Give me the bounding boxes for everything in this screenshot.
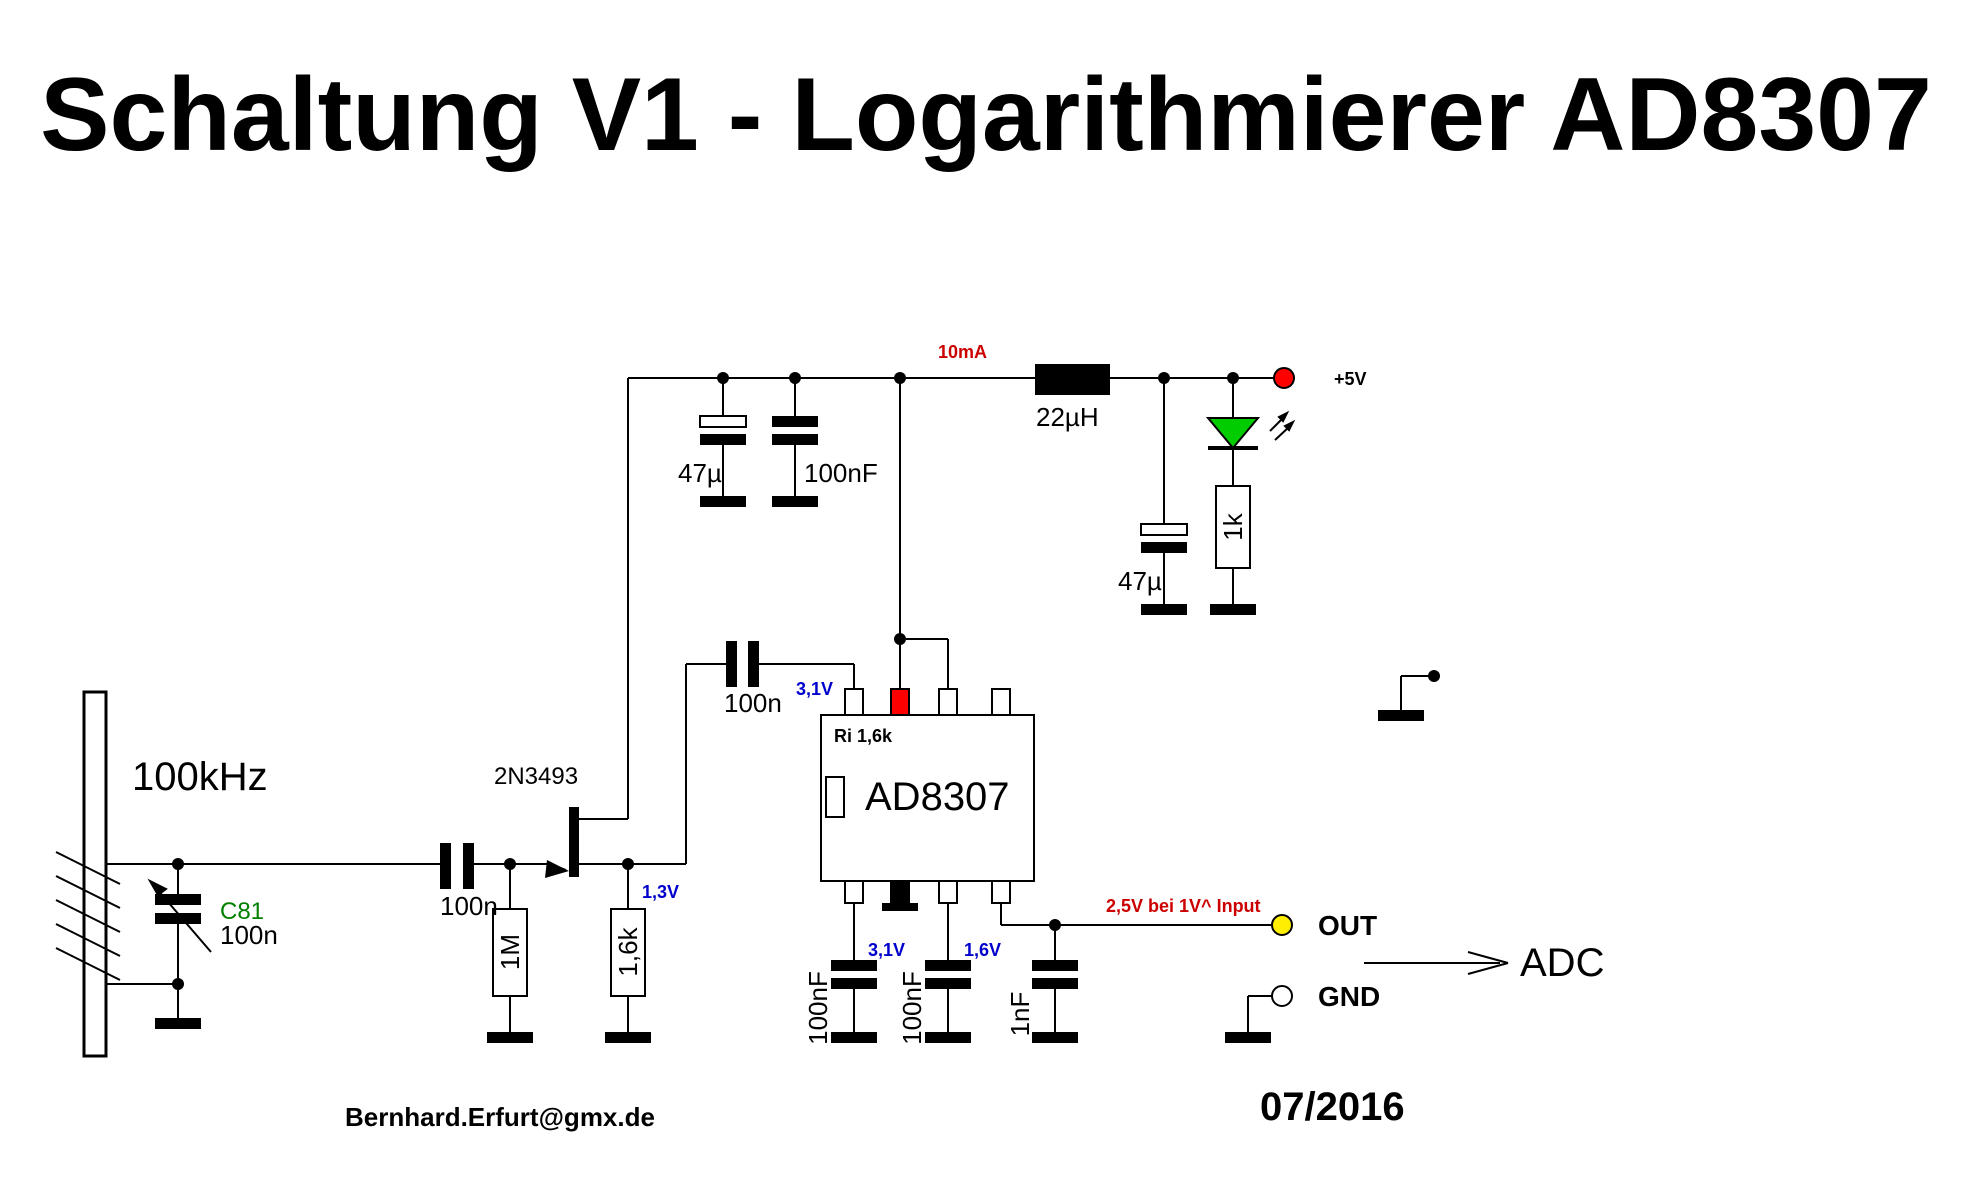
label-cap-47u-b: 47µ bbox=[1118, 566, 1162, 596]
label-antenna-freq: 100kHz bbox=[132, 755, 268, 799]
label-trim-cap-name: C81 bbox=[220, 898, 264, 925]
label-res-1M: 1M bbox=[495, 934, 525, 970]
out-terminal bbox=[1271, 914, 1293, 936]
label-volt-pin: 3,1V bbox=[796, 679, 833, 699]
label-ic-name: AD8307 bbox=[865, 775, 1010, 819]
label-out-note: 2,5V bei 1V^ Input bbox=[1106, 896, 1261, 916]
label-current: 10mA bbox=[938, 342, 987, 362]
label-cap-bot-1: 100nF bbox=[803, 971, 833, 1045]
label-gnd: GND bbox=[1318, 981, 1380, 1012]
label-cap-100nf-a: 100nF bbox=[804, 458, 878, 488]
label-cap-coupling-1: 100n bbox=[440, 891, 498, 921]
ic-ground-bar bbox=[882, 903, 918, 911]
label-out: OUT bbox=[1318, 910, 1377, 941]
label-transistor: 2N3493 bbox=[494, 763, 578, 790]
page-title: Schaltung V1 - Logarithmierer AD8307 bbox=[40, 57, 1932, 173]
resistors bbox=[492, 485, 1251, 997]
junction-dots bbox=[172, 372, 1440, 990]
ic-ad8307 bbox=[820, 688, 1035, 904]
label-res-1k: 1k bbox=[1218, 512, 1248, 540]
ferrite-rod-antenna bbox=[82, 690, 108, 1058]
label-adc: ADC bbox=[1520, 941, 1604, 985]
supply-5v-terminal bbox=[1273, 367, 1295, 389]
label-res-1k6: 1,6k bbox=[613, 926, 643, 976]
trimmer-arrow bbox=[147, 878, 212, 953]
capacitor-plates bbox=[155, 415, 1188, 989]
led-green bbox=[1205, 410, 1296, 450]
label-cap-47u-a: 47µ bbox=[678, 458, 722, 488]
label-cap-coupling-2: 100n bbox=[724, 688, 782, 718]
label-volt-bottom-2: 1,6V bbox=[964, 940, 1001, 960]
antenna-coil bbox=[55, 851, 121, 981]
label-inductor: 22µH bbox=[1036, 402, 1099, 432]
label-ic-ri: Ri 1,6k bbox=[834, 726, 893, 746]
ground-symbols bbox=[155, 496, 1424, 1043]
label-trim-cap-value: 100n bbox=[220, 920, 278, 950]
label-cap-bot-3: 1nF bbox=[1005, 992, 1035, 1037]
label-volt-emitter: 1,3V bbox=[642, 882, 679, 902]
label-supply: +5V bbox=[1334, 369, 1367, 389]
label-volt-bottom-1: 3,1V bbox=[868, 940, 905, 960]
label-email: Bernhard.Erfurt@gmx.de bbox=[345, 1102, 655, 1132]
inductor-22uH bbox=[1035, 364, 1110, 395]
label-date: 07/2016 bbox=[1260, 1085, 1405, 1129]
gnd-terminal bbox=[1271, 985, 1293, 1007]
label-cap-bot-2: 100nF bbox=[897, 971, 927, 1045]
transistor-2N3493 bbox=[545, 807, 579, 878]
